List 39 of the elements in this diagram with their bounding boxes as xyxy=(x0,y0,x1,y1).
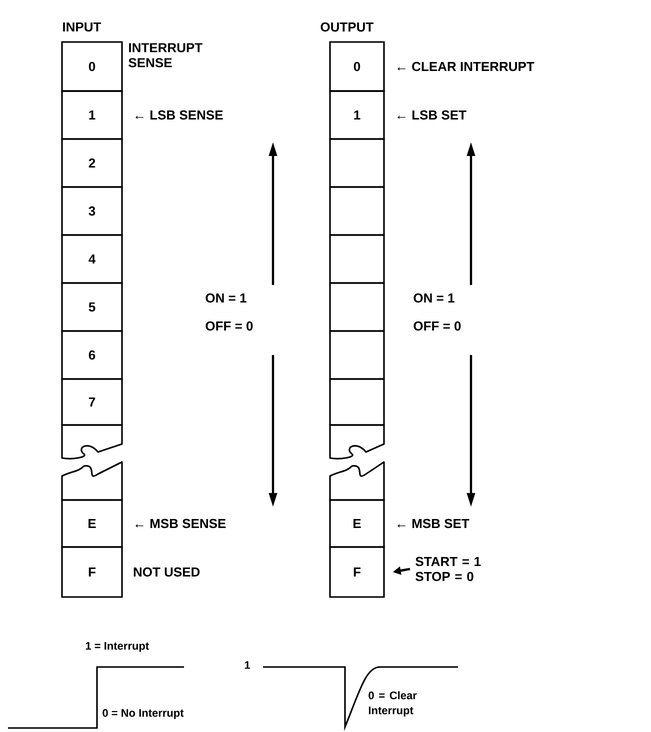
side-label: ← MSB SET xyxy=(398,518,470,528)
state-label: ON = 1 xyxy=(206,293,246,303)
side-label: ← MSB SENSE xyxy=(136,518,226,528)
register-cell xyxy=(329,186,385,236)
side-label: ← LSB SENSE xyxy=(136,110,223,120)
register-cell: 7 xyxy=(61,378,123,426)
register-cell: 4 xyxy=(61,234,123,284)
register-cell: 0 xyxy=(61,41,123,92)
register-cell xyxy=(329,234,385,284)
waveform-label: 0 = No Interrupt xyxy=(102,709,184,719)
side-label: INTERRUPT SENSE xyxy=(128,43,202,68)
register-cell: 1 xyxy=(329,90,385,140)
register-cell: F xyxy=(61,546,123,598)
register-cell xyxy=(329,138,385,188)
waveform-label: 1 xyxy=(244,661,250,669)
side-label: NOT USED xyxy=(134,567,200,577)
register-cell xyxy=(329,424,385,460)
side-label: ← CLEAR INTERRUPT xyxy=(398,62,534,72)
register-cell: 0 xyxy=(329,41,385,92)
register-cell: 6 xyxy=(61,330,123,380)
register-cell: F xyxy=(329,546,385,598)
register-cell: 2 xyxy=(61,138,123,188)
register-cell xyxy=(329,282,385,332)
register-cell xyxy=(329,378,385,426)
register-cell: 1 xyxy=(61,90,123,140)
register-cell xyxy=(61,461,123,501)
register-cell xyxy=(329,461,385,501)
register-cell: E xyxy=(61,499,123,548)
register-cell xyxy=(61,424,123,460)
state-label: ON = 1 xyxy=(414,293,454,303)
register-cell: E xyxy=(329,499,385,548)
register-cell: 3 xyxy=(61,186,123,236)
side-label: ← LSB SET xyxy=(398,110,466,120)
register-cell: 5 xyxy=(61,282,123,332)
state-label: OFF = 0 xyxy=(206,321,253,331)
register-cell xyxy=(329,330,385,380)
state-label: OFF = 0 xyxy=(414,321,461,331)
waveform-label: 1 = Interrupt xyxy=(86,642,149,652)
side-label: START = 1 STOP = 0 xyxy=(416,556,481,582)
